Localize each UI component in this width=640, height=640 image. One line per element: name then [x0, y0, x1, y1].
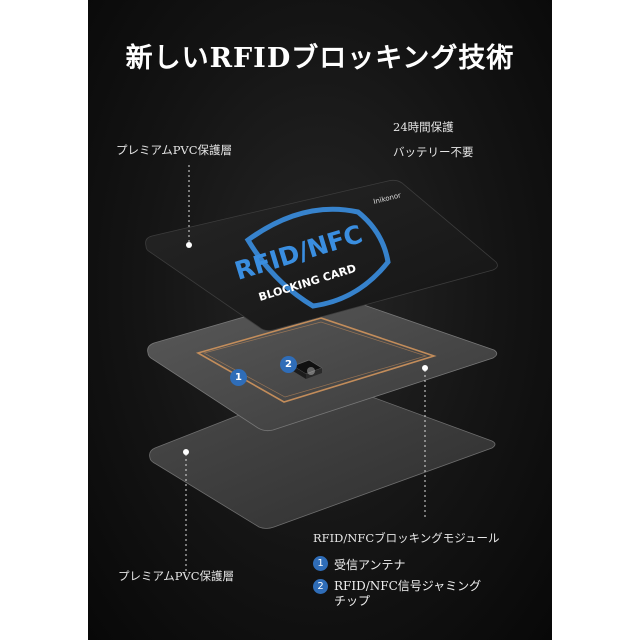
- bottom-pvc-card: [149, 381, 496, 529]
- shield-icon: [244, 206, 391, 309]
- feature-text-block: RFID/NFC信号ジャミング チップ: [334, 579, 481, 609]
- feature-number-badge: 2: [313, 579, 328, 594]
- marker-antenna: 1: [230, 369, 247, 386]
- feature-item-antenna: 1 受信アンテナ: [313, 556, 406, 573]
- marker-chip: 2: [280, 356, 297, 373]
- protection-label: 24時間保護: [393, 120, 454, 134]
- module-label: RFID/NFCブロッキングモジュール: [313, 531, 500, 545]
- card-layers-illustration: RFID/NFC BLOCKING CARD Inikonor: [145, 165, 498, 572]
- top-pvc-card: [145, 179, 498, 331]
- top-layer-label: プレミアムPVC保護層: [116, 143, 233, 157]
- feature-text: RFID/NFC信号ジャミング: [334, 579, 482, 593]
- battery-label: バッテリー不要: [393, 145, 474, 159]
- feature-text-line2: チップ: [334, 594, 371, 608]
- page-title: 新しいRFIDブロッキング技術: [125, 43, 515, 74]
- feature-text: 受信アンテナ: [334, 558, 406, 572]
- middle-module-card: [147, 293, 498, 432]
- product-stage: 新しいRFIDブロッキング技術: [88, 0, 552, 640]
- feature-item-chip: 2 RFID/NFC信号ジャミング チップ: [313, 579, 481, 609]
- antenna-coil: [195, 317, 437, 403]
- feature-number-badge: 1: [313, 556, 328, 571]
- bottom-layer-label: プレミアムPVC保護層: [118, 569, 235, 583]
- jamming-chip: [292, 359, 323, 379]
